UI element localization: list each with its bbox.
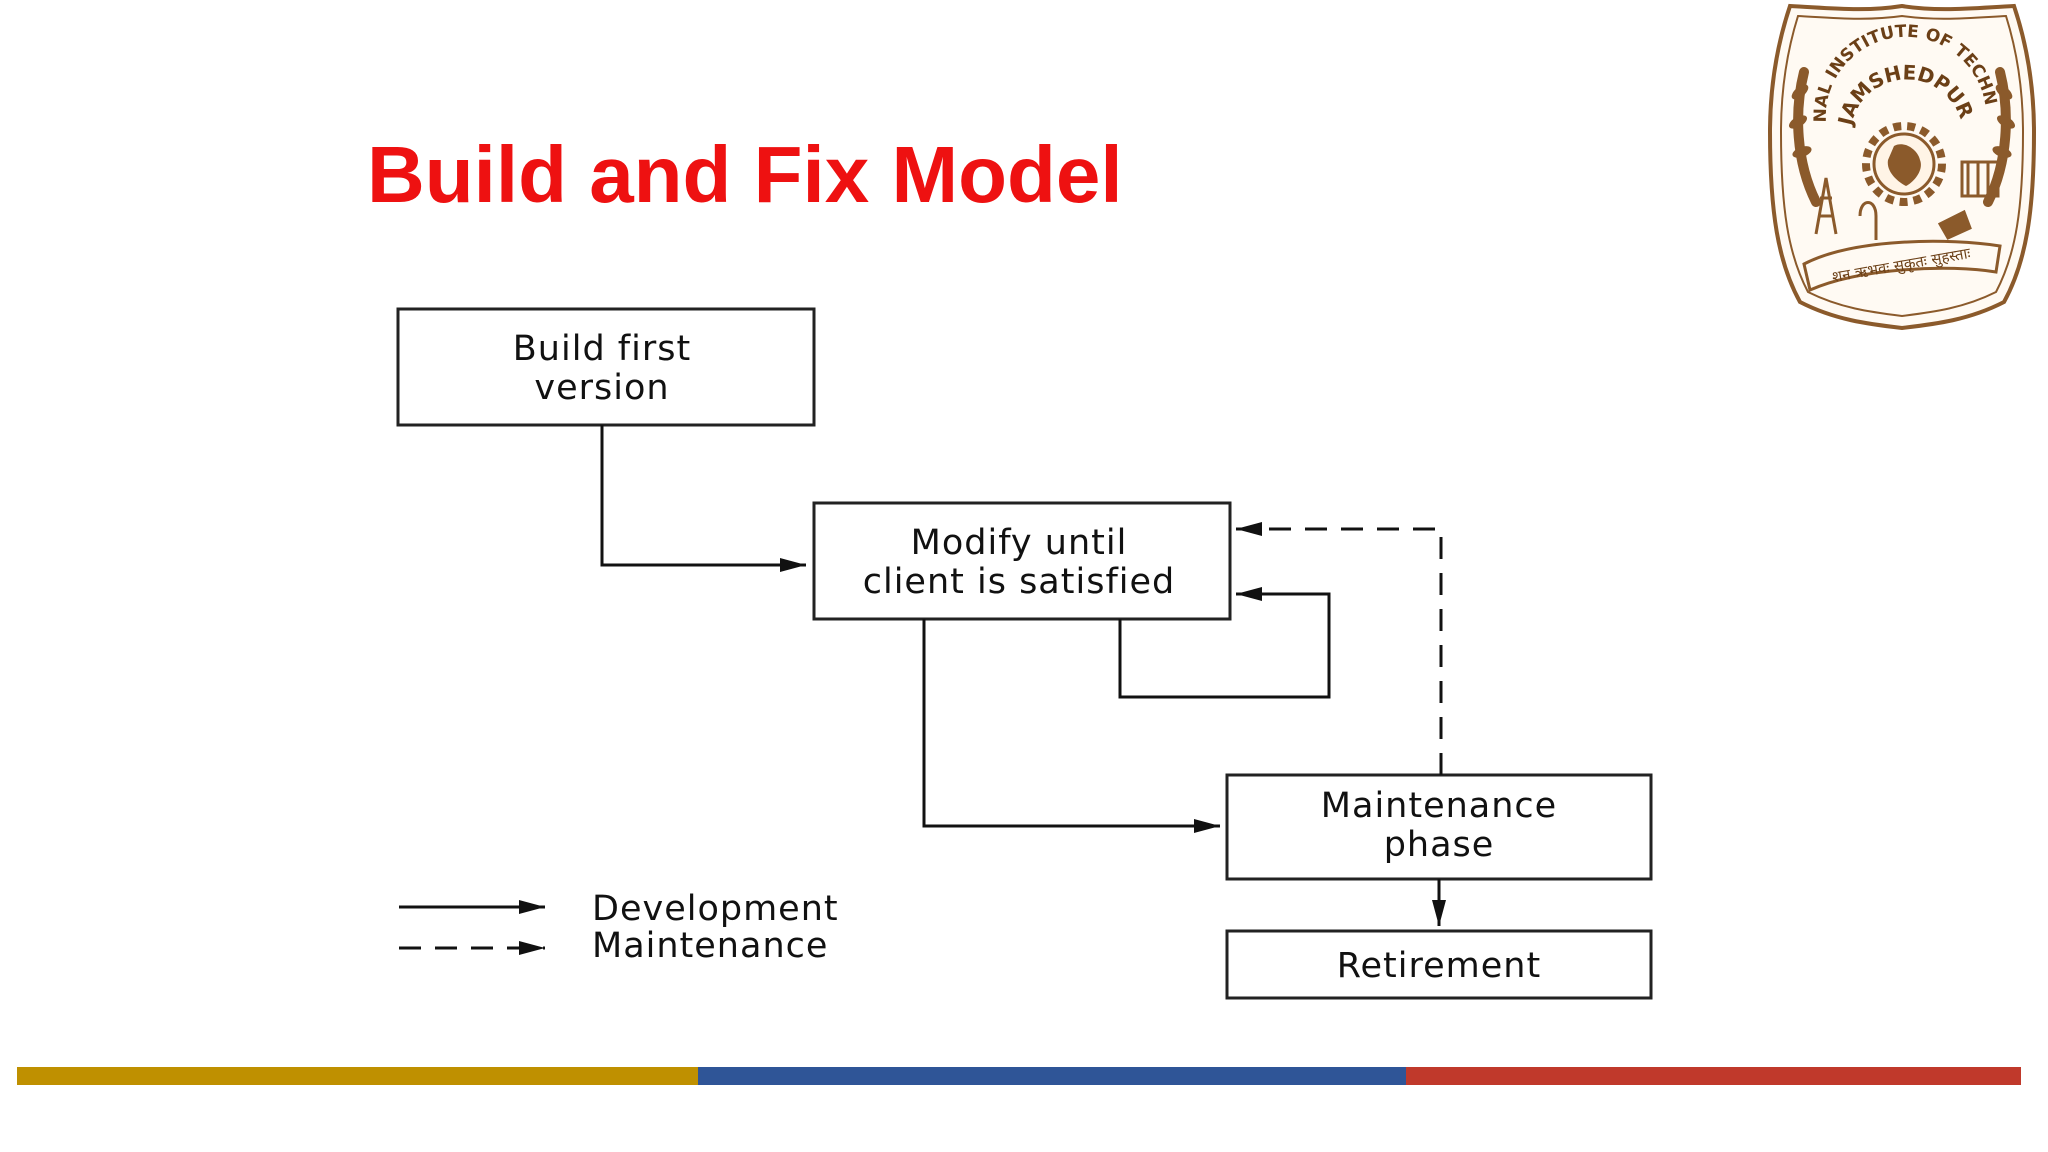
node-label-line: Retirement	[1337, 946, 1541, 986]
legend-maintenance-label: Maintenance	[592, 926, 828, 966]
node-retirement: Retirement	[1225, 929, 1653, 1000]
node-label-line: Build first	[513, 329, 691, 369]
footer-segment-red	[1406, 1067, 2021, 1085]
slide-title: Build and Fix Model	[367, 130, 1123, 219]
node-label-line: Modify until	[911, 523, 1128, 563]
node-modify-until-satisfied: Modify until client is satisfied	[812, 501, 1232, 621]
node-build-first-version: Build first version	[396, 307, 816, 427]
edge-maintenance-to-modify-dashed	[1236, 522, 1443, 775]
legend-development-label: Development	[592, 889, 839, 929]
node-label-line: client is satisfied	[863, 562, 1176, 602]
edge-modify-to-maintenance	[922, 619, 1220, 833]
footer-segment-gold	[17, 1067, 698, 1085]
node-maintenance-phase: Maintenance phase	[1225, 773, 1653, 881]
nit-jamshedpur-logo: NATIONAL INSTITUTE OF TECHNOLOGY JAMSHED…	[1764, 2, 2037, 331]
node-label-line: Maintenance	[1321, 786, 1557, 826]
footer-segment-blue	[698, 1067, 1406, 1085]
legend: Development Maintenance	[399, 889, 839, 966]
footer-color-bar	[17, 1067, 2021, 1085]
node-label-line: phase	[1384, 825, 1495, 865]
edge-modify-self-loop	[1118, 587, 1331, 699]
node-label-line: version	[534, 368, 669, 408]
edge-build-to-modify	[600, 425, 806, 572]
